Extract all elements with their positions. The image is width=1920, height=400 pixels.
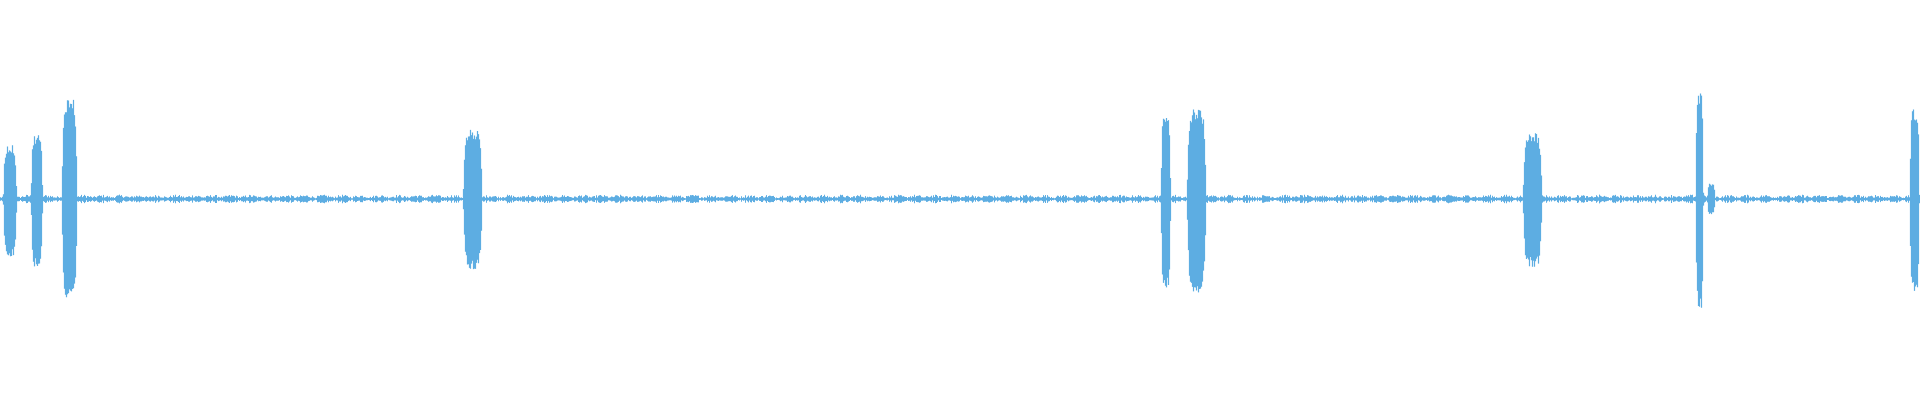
- waveform-burst-5: [1160, 118, 1172, 288]
- waveform-burst-10: [1909, 109, 1920, 291]
- waveform-burst-9: [1706, 183, 1716, 215]
- waveform-burst-8: [1695, 93, 1705, 308]
- waveform-burst-2: [30, 135, 44, 267]
- waveform-noise-floor: [0, 194, 1920, 204]
- waveform-burst-7: [1522, 133, 1543, 267]
- waveform-burst-1: [2, 145, 18, 257]
- waveform-burst-6: [1186, 109, 1207, 293]
- waveform-burst-3: [61, 99, 78, 298]
- waveform-burst-4: [462, 129, 483, 270]
- waveform-samples: [0, 93, 1920, 308]
